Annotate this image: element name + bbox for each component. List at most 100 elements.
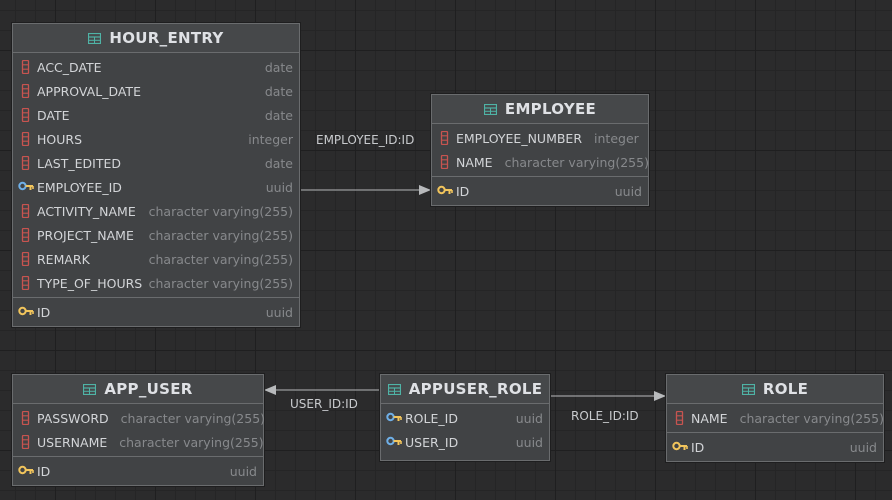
column-type: character varying(255) bbox=[148, 227, 293, 243]
column-name: REMARK bbox=[37, 251, 90, 267]
column-icon bbox=[18, 60, 37, 74]
foreign-key-icon bbox=[386, 435, 405, 449]
table-header[interactable]: EMPLOYEE bbox=[432, 95, 648, 124]
column-row[interactable]: USERNAME character varying(255) bbox=[13, 430, 264, 454]
column-name: APPROVAL_DATE bbox=[37, 83, 141, 99]
column-type: uuid bbox=[515, 434, 543, 450]
table-icon bbox=[387, 383, 409, 395]
column-name: USERNAME bbox=[37, 434, 108, 450]
column-type: integer bbox=[248, 131, 293, 147]
table-header[interactable]: APPUSER_ROLE bbox=[381, 375, 549, 404]
column-icon bbox=[18, 156, 37, 170]
column-name: TYPE_OF_HOURS bbox=[37, 275, 143, 291]
column-name: NAME bbox=[691, 410, 728, 426]
column-name: NAME bbox=[456, 154, 493, 170]
column-type: uuid bbox=[265, 304, 293, 320]
table-title: APP_USER bbox=[104, 380, 193, 398]
column-type: uuid bbox=[229, 463, 257, 479]
column-type: uuid bbox=[614, 183, 642, 199]
column-icon bbox=[672, 411, 691, 425]
column-row[interactable]: TYPE_OF_HOURS character varying(255) bbox=[13, 271, 299, 295]
table-header[interactable]: HOUR_ENTRY bbox=[13, 24, 299, 53]
column-name: LAST_EDITED bbox=[37, 155, 121, 171]
column-row[interactable]: ID uuid bbox=[432, 179, 648, 203]
column-row[interactable]: EMPLOYEE_NUMBER integer bbox=[432, 126, 648, 150]
table-title: ROLE bbox=[762, 380, 809, 398]
column-name: ACC_DATE bbox=[37, 59, 102, 75]
column-type: date bbox=[264, 83, 293, 99]
column-name: HOURS bbox=[37, 131, 83, 147]
column-name: ROLE_ID bbox=[405, 410, 458, 426]
column-type: uuid bbox=[849, 439, 877, 455]
table-header[interactable]: ROLE bbox=[667, 375, 883, 404]
column-name: ACTIVITY_NAME bbox=[37, 203, 136, 219]
table-icon bbox=[483, 103, 505, 115]
table-header[interactable]: APP_USER bbox=[13, 375, 263, 404]
column-type: uuid bbox=[515, 410, 543, 426]
column-name: ID bbox=[37, 463, 51, 479]
column-row[interactable]: EMPLOYEE_ID uuid bbox=[13, 175, 299, 199]
column-type: date bbox=[264, 107, 293, 123]
column-icon bbox=[18, 108, 37, 122]
relation-label-user: USER_ID:ID bbox=[290, 397, 358, 411]
table-title: APPUSER_ROLE bbox=[408, 380, 543, 398]
table-title: EMPLOYEE bbox=[504, 100, 597, 118]
primary-key-icon bbox=[18, 464, 37, 478]
table-icon bbox=[83, 383, 104, 395]
column-icon bbox=[18, 252, 37, 266]
column-icon bbox=[437, 131, 456, 145]
column-icon bbox=[18, 276, 37, 290]
column-row[interactable]: USER_ID uuid bbox=[381, 430, 549, 454]
column-type: date bbox=[264, 155, 293, 171]
column-icon bbox=[18, 435, 37, 449]
column-type: character varying(255) bbox=[148, 251, 293, 267]
column-row[interactable]: ID uuid bbox=[13, 459, 263, 483]
column-icon bbox=[18, 411, 37, 425]
column-type: character varying(255) bbox=[119, 434, 264, 450]
relation-label-role: ROLE_ID:ID bbox=[571, 409, 639, 423]
primary-key-icon bbox=[672, 440, 691, 454]
column-name: ID bbox=[456, 183, 470, 199]
column-row[interactable]: DATE date bbox=[13, 103, 299, 127]
column-type: integer bbox=[594, 130, 639, 146]
column-row[interactable]: HOURS integer bbox=[13, 127, 299, 151]
column-name: ID bbox=[37, 304, 51, 320]
foreign-key-icon bbox=[18, 180, 37, 194]
column-row[interactable]: APPROVAL_DATE date bbox=[13, 79, 299, 103]
column-icon bbox=[18, 228, 37, 242]
column-row[interactable]: NAME character varying(255) bbox=[432, 150, 649, 174]
column-type: uuid bbox=[265, 179, 293, 195]
column-type: character varying(255) bbox=[148, 275, 293, 291]
column-type: character varying(255) bbox=[504, 154, 649, 170]
primary-key-icon bbox=[437, 184, 456, 198]
column-icon bbox=[437, 155, 456, 169]
column-icon bbox=[18, 204, 37, 218]
column-row[interactable]: LAST_EDITED date bbox=[13, 151, 299, 175]
column-row[interactable]: ROLE_ID uuid bbox=[381, 406, 549, 430]
column-icon bbox=[18, 84, 37, 98]
column-name: PASSWORD bbox=[37, 410, 109, 426]
column-type: character varying(255) bbox=[739, 410, 884, 426]
column-name: EMPLOYEE_ID bbox=[37, 179, 122, 195]
column-name: EMPLOYEE_NUMBER bbox=[456, 130, 583, 146]
column-row[interactable]: REMARK character varying(255) bbox=[13, 247, 299, 271]
column-name: USER_ID bbox=[405, 434, 459, 450]
column-type: date bbox=[264, 59, 293, 75]
column-row[interactable]: ACC_DATE date bbox=[13, 55, 299, 79]
table-icon bbox=[88, 32, 109, 44]
column-row[interactable]: NAME character varying(255) bbox=[667, 406, 884, 430]
foreign-key-icon bbox=[386, 411, 405, 425]
relation-label-employee: EMPLOYEE_ID:ID bbox=[316, 133, 415, 147]
column-row[interactable]: ID uuid bbox=[13, 300, 299, 324]
column-name: DATE bbox=[37, 107, 70, 123]
